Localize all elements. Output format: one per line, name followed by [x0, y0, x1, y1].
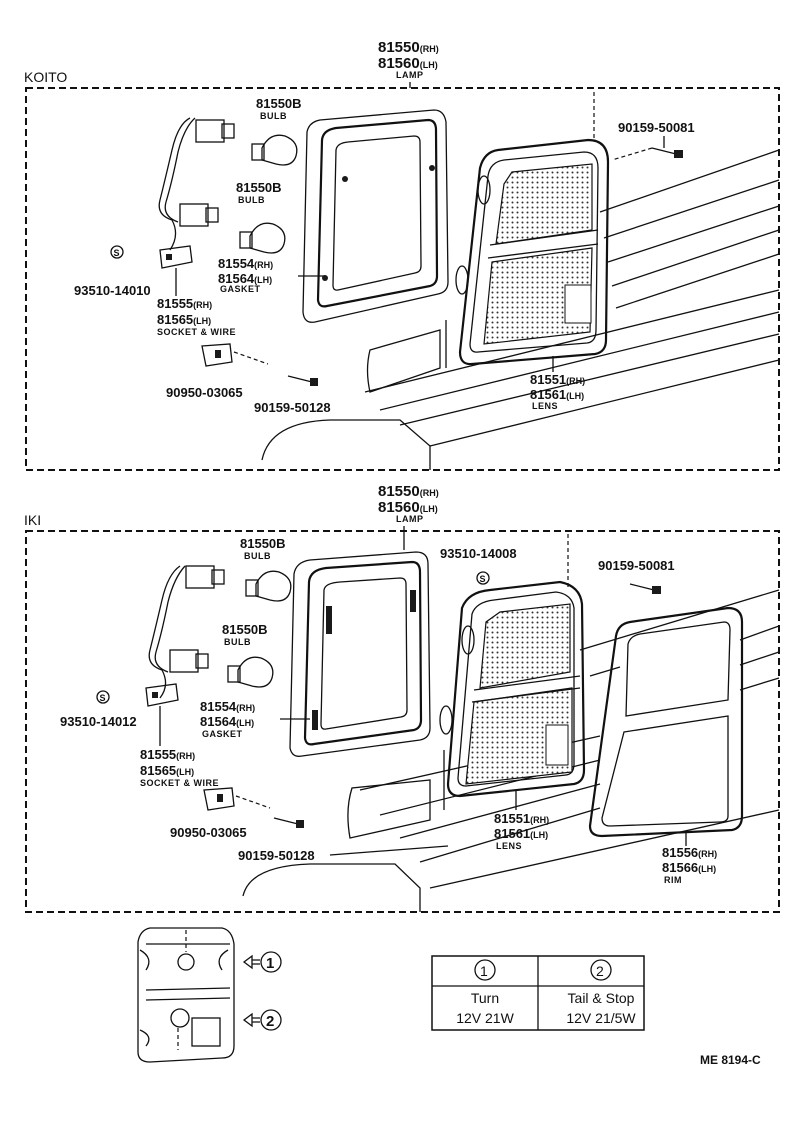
screw-a-symbol: S [110, 245, 124, 259]
svg-text:RIM: RIM [664, 875, 682, 885]
screw-a-num: 93510-14012 [60, 714, 137, 729]
footer-code: ME 8194-C [700, 1053, 761, 1067]
lens-assembly [439, 534, 586, 798]
section-border [25, 87, 780, 471]
table-cell-tail-stop-spec: 12V 21/5W [566, 1010, 636, 1026]
bulb-bottom-name: BULB [224, 637, 251, 647]
section-border [25, 530, 780, 913]
svg-text:81551(RH): 81551(RH) [530, 372, 585, 387]
svg-text:81565(LH): 81565(LH) [140, 763, 194, 778]
clip [201, 343, 269, 367]
screw-top-num: 93510-14008 [440, 546, 517, 561]
screw-b-num: 90159-50128 [254, 400, 331, 415]
bulb-bottom-num: 81550B [222, 622, 268, 637]
bulb-bottom [227, 656, 274, 688]
clip [203, 787, 271, 811]
svg-text:81565(LH): 81565(LH) [157, 312, 211, 327]
socket-label: 81555(RH) 81565(LH) SOCKET & WIRE [157, 268, 236, 337]
section-iki: IKI 81550(RH) 81560(LH) LAMP [24, 483, 780, 913]
bulb-top-name: BULB [260, 111, 287, 121]
table-header-2: 2 [596, 963, 604, 979]
svg-text:81550(RH): 81550(RH) [378, 39, 439, 56]
socket-wire [145, 565, 225, 707]
bulb-top-name: BULB [244, 551, 271, 561]
lens-label: 81551(RH) 81561(LH) LENS [494, 790, 549, 851]
legend-marker-2: 2 [242, 1009, 282, 1031]
lamp-label: 81550(RH) 81560(LH) LAMP [378, 483, 439, 550]
gasket [289, 551, 431, 757]
rim [588, 606, 744, 838]
svg-text:81555(RH): 81555(RH) [157, 296, 212, 311]
section-koito: KOITO 81550(RH) 81560(LH) LAMP [24, 39, 780, 471]
svg-text:81555(RH): 81555(RH) [140, 747, 195, 762]
svg-text:1: 1 [266, 955, 274, 972]
svg-text:SOCKET & WIRE: SOCKET & WIRE [140, 778, 219, 788]
svg-text:S: S [100, 693, 106, 703]
bulb-bottom [239, 222, 286, 254]
section-title: IKI [24, 512, 41, 528]
svg-text:81561(LH): 81561(LH) [494, 826, 548, 841]
svg-text:81551(RH): 81551(RH) [494, 811, 549, 826]
socket-label: 81555(RH) 81565(LH) SOCKET & WIRE [140, 706, 219, 788]
svg-text:LENS: LENS [532, 401, 558, 411]
screw-c-num: 90159-50081 [598, 558, 675, 573]
svg-text:81561(LH): 81561(LH) [530, 387, 584, 402]
table-header-1: 1 [480, 963, 488, 979]
table-cell-tail-stop: Tail & Stop [568, 990, 635, 1006]
lens-assembly [455, 92, 610, 366]
svg-text:81556(RH): 81556(RH) [662, 845, 717, 860]
bulb-bottom-name: BULB [238, 195, 265, 205]
screw-b-num: 90159-50128 [238, 848, 315, 863]
svg-text:81564(LH): 81564(LH) [218, 271, 272, 286]
svg-text:81554(RH): 81554(RH) [218, 256, 273, 271]
svg-text:S: S [114, 248, 120, 258]
svg-text:81560(LH): 81560(LH) [378, 499, 438, 516]
svg-text:GASKET: GASKET [220, 284, 261, 294]
gasket-label: 81554(RH) 81564(LH) GASKET [218, 256, 325, 294]
bulb-table: 1 2 Turn Tail & Stop 12V 21W 12V 21/5W [431, 955, 645, 1031]
gasket-label: 81554(RH) 81564(LH) GASKET [200, 699, 310, 739]
screw-b [287, 375, 318, 386]
svg-text:LAMP: LAMP [396, 70, 424, 80]
car-body [261, 149, 780, 470]
svg-text:81550(RH): 81550(RH) [378, 483, 439, 500]
bulb-top [251, 134, 298, 166]
table-cell-turn-spec: 12V 21W [456, 1010, 514, 1026]
socket-wire [158, 117, 235, 269]
gasket [302, 109, 449, 323]
screw-c-num: 90159-50081 [618, 120, 695, 135]
lens-label: 81551(RH) 81561(LH) LENS [530, 356, 585, 411]
svg-text:81566(LH): 81566(LH) [662, 860, 716, 875]
legend-marker-1: 1 [242, 951, 282, 973]
section-title: KOITO [24, 69, 67, 85]
svg-text:2: 2 [266, 1013, 274, 1030]
bulb-top [245, 570, 292, 602]
clip-num: 90950-03065 [166, 385, 243, 400]
screw-b [273, 817, 304, 828]
bulb-bottom-num: 81550B [236, 180, 282, 195]
svg-text:81560(LH): 81560(LH) [378, 55, 438, 72]
bulb-top-num: 81550B [256, 96, 302, 111]
screw-a-num: 93510-14010 [74, 283, 151, 298]
clip-num: 90950-03065 [170, 825, 247, 840]
rim-label: 81556(RH) 81566(LH) RIM [662, 832, 717, 885]
svg-text:S: S [480, 574, 486, 584]
screw-a-symbol: S [96, 690, 110, 704]
legend-lamp-face [137, 927, 235, 1063]
lamp-label: 81550(RH) 81560(LH) LAMP [378, 39, 439, 88]
screw-top-symbol: S [476, 571, 490, 585]
svg-text:SOCKET & WIRE: SOCKET & WIRE [157, 327, 236, 337]
screw-c [611, 147, 683, 161]
svg-text:81564(LH): 81564(LH) [200, 714, 254, 729]
svg-text:81554(RH): 81554(RH) [200, 699, 255, 714]
svg-text:LENS: LENS [496, 841, 522, 851]
table-cell-turn: Turn [471, 990, 499, 1006]
svg-text:GASKET: GASKET [202, 729, 243, 739]
screw-c [629, 583, 661, 594]
svg-text:LAMP: LAMP [396, 514, 424, 524]
bulb-top-num: 81550B [240, 536, 286, 551]
